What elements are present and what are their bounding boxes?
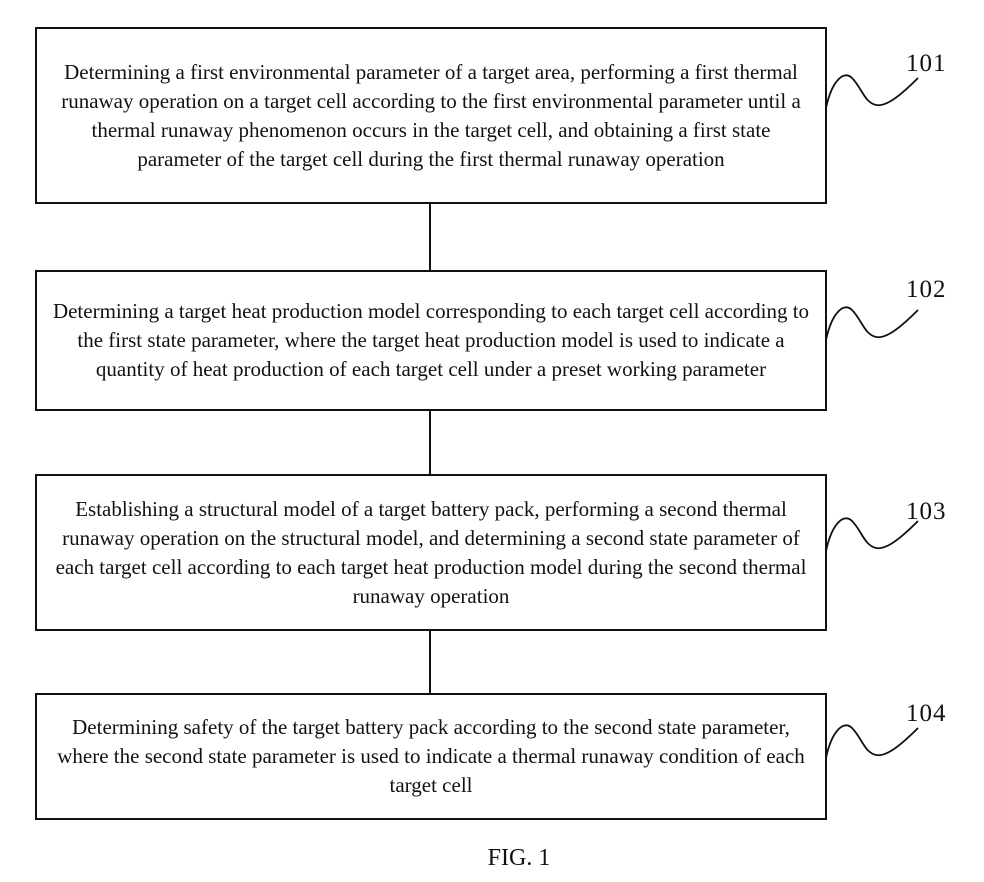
- step-ref-103: 103: [906, 498, 947, 525]
- step-box-101: Determining a first environmental parame…: [35, 27, 827, 204]
- step-ref-102: 102: [906, 276, 947, 303]
- step-box-102: Determining a target heat production mod…: [35, 270, 827, 411]
- reference-squiggle-102: [825, 306, 919, 341]
- reference-squiggle-101: [825, 74, 919, 109]
- flow-connector-2: [429, 411, 431, 474]
- step-ref-104: 104: [906, 700, 947, 727]
- step-text-101: Determining a first environmental parame…: [61, 59, 801, 171]
- step-box-104: Determining safety of the target battery…: [35, 693, 827, 820]
- step-box-103: Establishing a structural model of a tar…: [35, 474, 827, 631]
- step-text-102: Determining a target heat production mod…: [52, 299, 810, 381]
- flow-connector-3: [429, 631, 431, 693]
- step-text-104: Determining safety of the target battery…: [57, 715, 805, 797]
- step-ref-101: 101: [906, 50, 947, 77]
- reference-squiggle-103: [825, 517, 919, 552]
- flow-connector-1: [429, 204, 431, 270]
- figure-caption: FIG. 1: [487, 845, 551, 871]
- step-text-103: Establishing a structural model of a tar…: [55, 496, 807, 608]
- reference-squiggle-104: [825, 724, 919, 759]
